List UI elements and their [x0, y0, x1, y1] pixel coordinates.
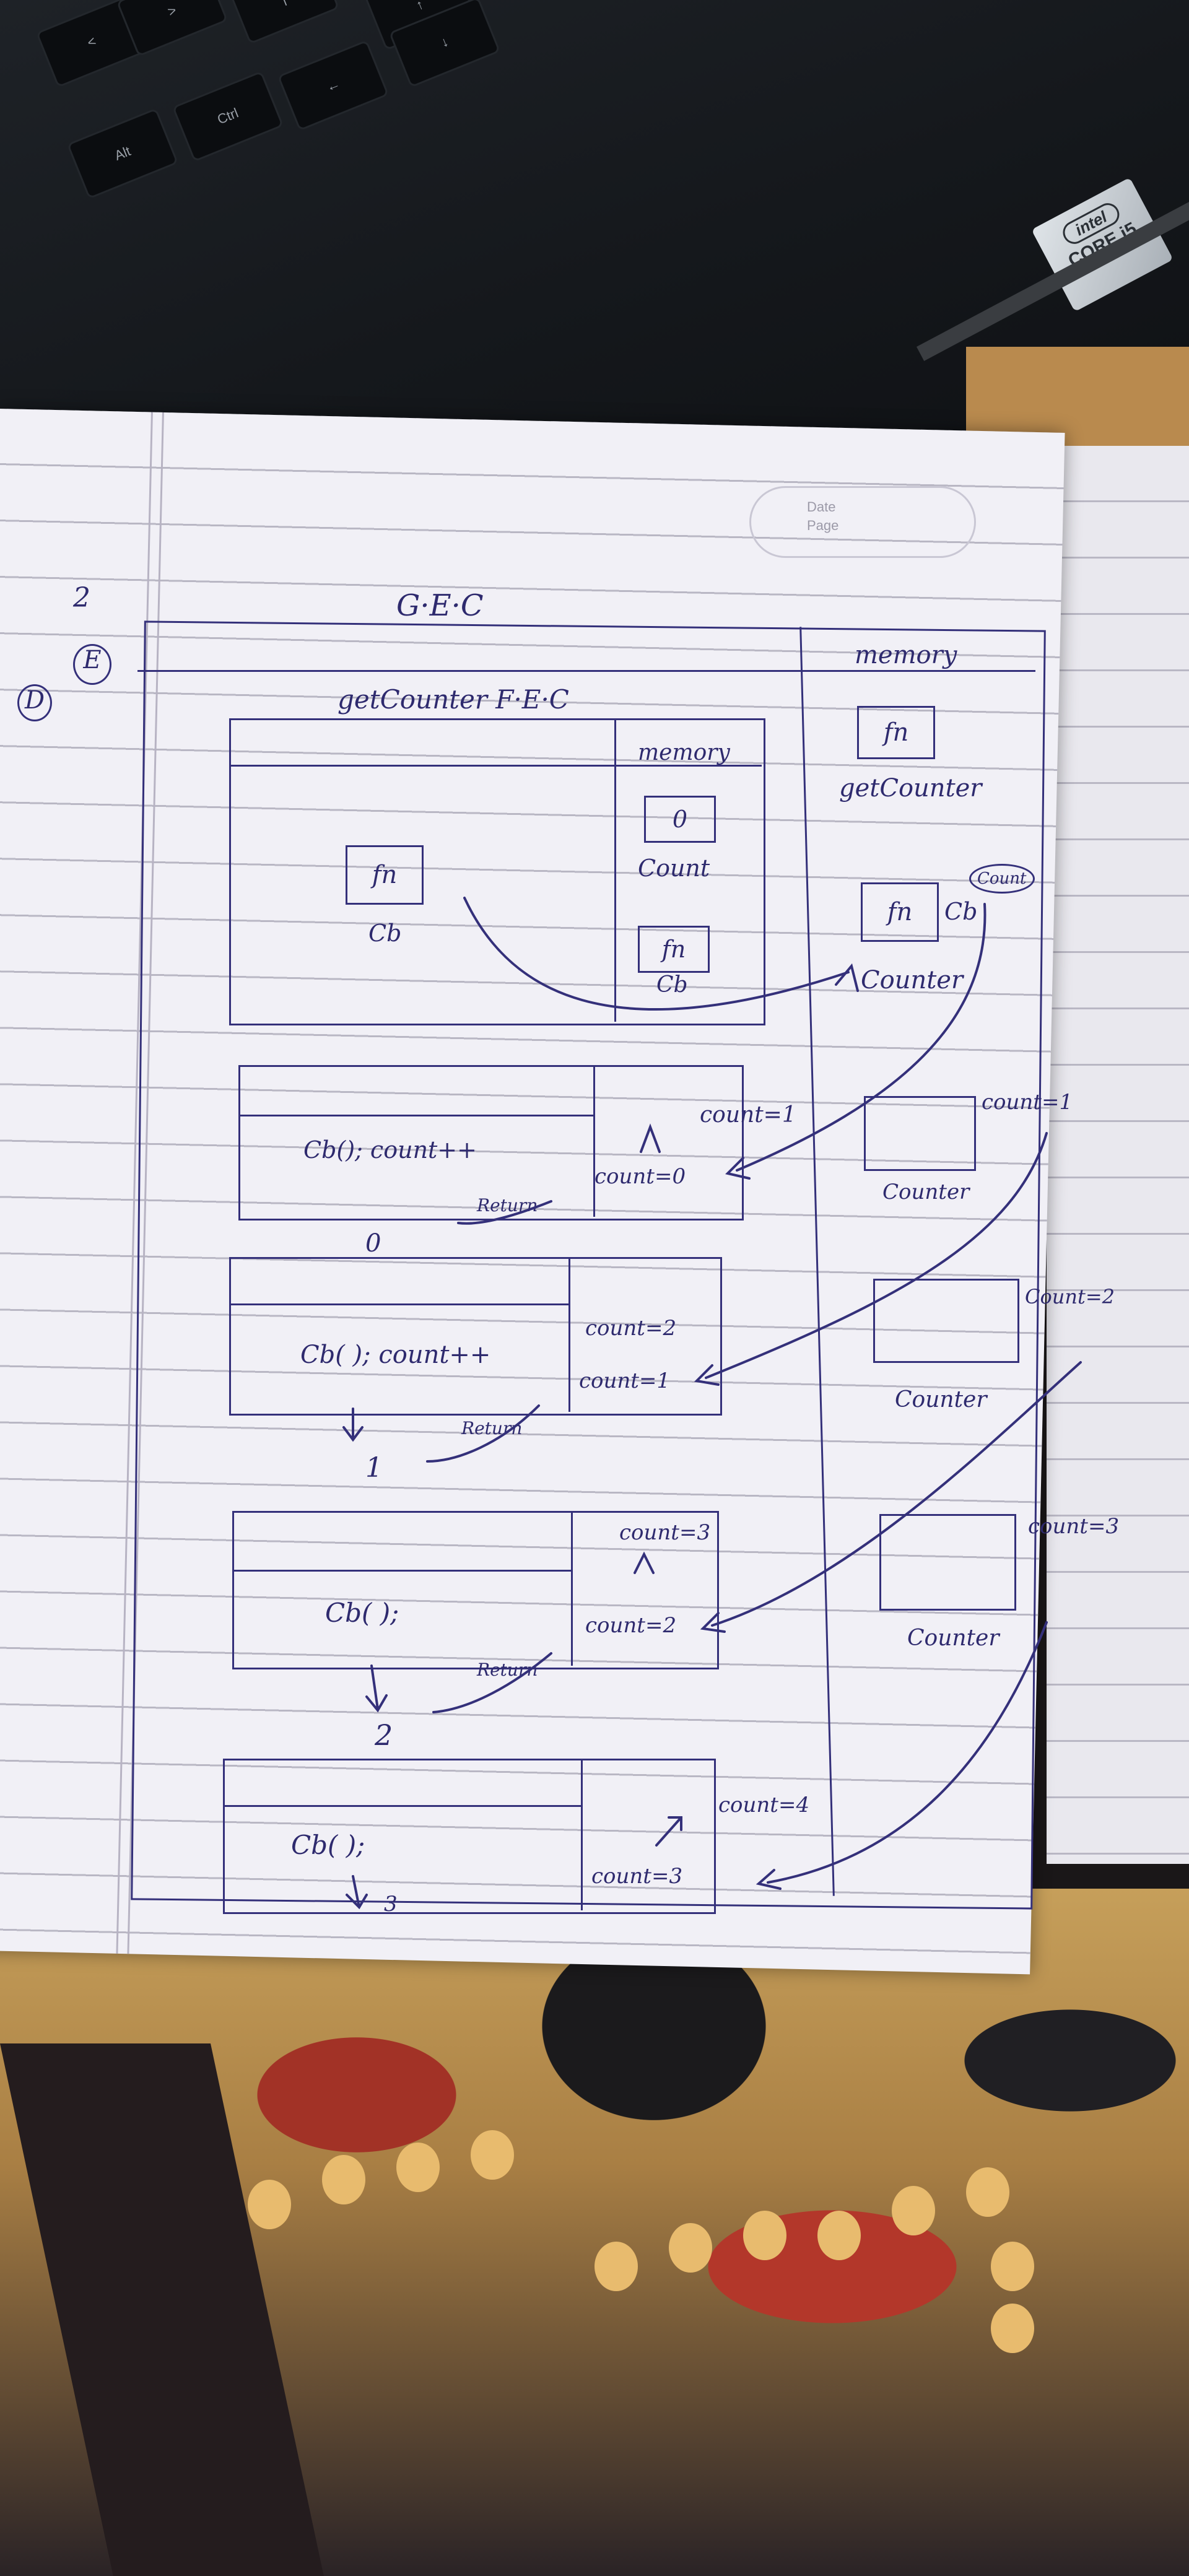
- call1-arrowhead: [725, 1157, 751, 1180]
- call2-heap-name: Counter: [895, 1387, 987, 1412]
- cloth-dot: [991, 2242, 1034, 2291]
- call4-header-line: [223, 1805, 582, 1807]
- call4-code: Cb( );: [291, 1830, 365, 1860]
- call2-link-curve: [705, 1132, 1048, 1379]
- call1-increment-arrow: [640, 1123, 661, 1153]
- cloth-dot: [322, 2155, 365, 2204]
- margin-note-d: D: [17, 684, 52, 721]
- call2-code: Cb( ); count++: [300, 1341, 491, 1369]
- call1-return-arrow: [457, 1200, 552, 1225]
- call3-return-label: Return: [477, 1660, 538, 1680]
- call3-link-curve: [711, 1361, 1082, 1627]
- call4-result: 3: [384, 1892, 398, 1917]
- call3-code: Cb( );: [325, 1598, 399, 1628]
- cloth-dot: [594, 2242, 638, 2291]
- call3-increment-arrow: [634, 1551, 655, 1574]
- call4-down-arrow: [346, 1875, 368, 1910]
- fec-fn-label: Cb: [656, 972, 688, 998]
- cloth-dot: [743, 2211, 786, 2260]
- fec-title: getCounter F·E·C: [338, 684, 569, 715]
- call2-memory-divider: [568, 1257, 570, 1412]
- call3-result: 2: [375, 1718, 393, 1752]
- cloth-dot: [817, 2211, 861, 2260]
- cloth-dot: [669, 2223, 712, 2273]
- call1-return-label: Return: [477, 1195, 538, 1216]
- call3-return-arrow: [432, 1652, 552, 1713]
- global-cb-closure-circle: Count: [969, 864, 1035, 894]
- call2-header-line: [229, 1303, 570, 1305]
- call3-heap-counter-box: [879, 1514, 1016, 1611]
- call3-memory-before: count=2: [585, 1613, 677, 1638]
- call4-execution-context: [223, 1759, 716, 1914]
- call4-link-curve: [767, 1621, 1048, 1884]
- call3-execution-context: [232, 1511, 719, 1669]
- call4-increment-arrow: [655, 1816, 682, 1847]
- call4-arrowhead: [756, 1869, 782, 1890]
- fec-local-fn-box: fn: [346, 845, 424, 905]
- call3-memory-divider: [571, 1511, 573, 1666]
- gec-title: G·E·C: [396, 588, 484, 623]
- call1-link-curve: [736, 903, 986, 1172]
- call1-heap-name: Counter: [882, 1180, 970, 1204]
- call3-heap-name: Counter: [907, 1625, 1000, 1651]
- gec-header-line: [137, 670, 1035, 672]
- global-memory-label: memory: [855, 641, 957, 669]
- cloth-dot: [991, 2304, 1034, 2353]
- date-label: Date: [807, 499, 836, 515]
- call1-memory-before: count=0: [594, 1164, 686, 1189]
- global-fn-name: getCounter: [839, 774, 982, 803]
- fec-local-fn-label: Cb: [368, 920, 402, 947]
- call2-return-arrow: [426, 1404, 540, 1463]
- call2-execution-context: [229, 1257, 722, 1416]
- fec-fn-box: fn: [638, 926, 710, 973]
- call1-code: Cb(); count++: [303, 1136, 477, 1164]
- fec-memory-label: memory: [638, 740, 730, 765]
- call1-memory-divider: [593, 1065, 595, 1217]
- fec-count-label: Count: [638, 855, 710, 882]
- call3-memory-after: count=3: [619, 1520, 711, 1545]
- fec-memory-divider: [614, 718, 616, 1022]
- call2-result: 1: [365, 1452, 383, 1484]
- global-cb-label: Cb: [944, 898, 978, 925]
- cloth-dot: [892, 2186, 935, 2235]
- call3-heap-count: count=3: [1028, 1514, 1120, 1539]
- global-counter-name: Counter: [861, 966, 964, 994]
- getcounter-fec-frame: [229, 718, 765, 1025]
- date-page-header: Date Page: [749, 486, 976, 558]
- cloth-dot: [396, 2143, 440, 2192]
- margin-note-e: E: [73, 644, 111, 685]
- call4-memory-before: count=3: [591, 1864, 683, 1889]
- fec-header-line: [229, 765, 762, 767]
- global-fn-box: fn: [857, 706, 935, 759]
- call2-heap-count: Count=2: [1025, 1285, 1115, 1308]
- call3-header-line: [232, 1570, 573, 1572]
- page-label: Page: [807, 518, 839, 533]
- closure-return-arrowhead: [835, 963, 859, 992]
- closure-return-curve: [463, 897, 850, 1011]
- call1-heap-counter-box: [864, 1096, 976, 1171]
- call3-down-arrow: [365, 1664, 388, 1713]
- global-cb-box: fn: [861, 882, 939, 942]
- call1-memory-after: count=1: [700, 1102, 796, 1128]
- call2-memory-before: count=1: [579, 1368, 671, 1393]
- notebook-next-page: [1047, 446, 1189, 1864]
- call2-heap-counter-box: [873, 1279, 1019, 1363]
- call4-memory-divider: [581, 1759, 583, 1910]
- cloth-dot: [966, 2167, 1009, 2217]
- cloth-dot: [248, 2180, 291, 2229]
- call1-result: 0: [365, 1229, 381, 1258]
- cloth-dot: [471, 2130, 514, 2180]
- call2-down-arrow: [342, 1408, 364, 1442]
- fec-count-box: 0: [644, 796, 716, 843]
- call1-heap-count: count=1: [982, 1090, 1073, 1115]
- call3-arrowhead: [700, 1612, 726, 1633]
- margin-note-two: 2: [73, 582, 90, 614]
- call2-memory-after: count=2: [585, 1316, 677, 1341]
- call2-arrowhead: [694, 1364, 720, 1386]
- call4-memory-after: count=4: [718, 1793, 810, 1817]
- call1-header-line: [238, 1115, 594, 1116]
